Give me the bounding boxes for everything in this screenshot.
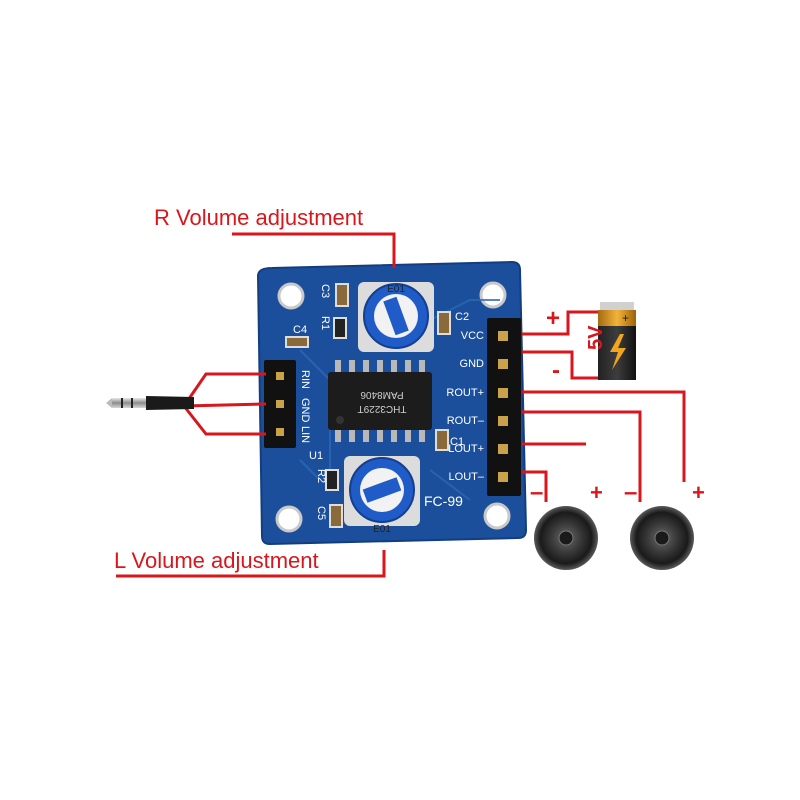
l-volume-label: L Volume adjustment [114,548,319,573]
left-speaker-minus: – [530,479,543,506]
rout-plus-wire [522,390,686,482]
l-volume-leader-line [116,550,386,578]
input-header [264,360,296,448]
left-speaker-plus: + [590,480,603,505]
mount-hole-bl [275,505,303,533]
right-speaker-minus: – [624,479,637,506]
battery: + [598,302,636,380]
pin-label-left-0: RIN [299,370,311,389]
right-speaker [630,506,694,570]
mount-hole-tl [277,282,305,310]
lightning-icon [610,334,626,370]
capacitor-c2 [437,311,451,335]
vcc-plus-sign: + [546,305,560,332]
l-pot-marking: E01 [373,524,391,535]
battery-voltage-label: 5V [585,325,607,350]
audio-jack-plug [106,396,194,410]
mount-hole-br [483,502,511,530]
label-c5: C5 [315,506,327,520]
pin-label-right-0: VCC [461,330,484,342]
chip-marking-line2: THC3229T [358,403,407,414]
mount-hole-tr [479,281,507,309]
label-c1: C1 [450,436,464,448]
output-header [487,318,521,496]
rout-minus-wire [522,410,642,502]
pin-label-right-4: LOUT+ [448,443,484,455]
label-r1: R1 [319,316,331,330]
pin-label-left-2: LIN [299,426,311,443]
resistor-r2 [325,469,339,491]
pin-label-right-2: ROUT+ [446,387,484,399]
board-model-label: FC-99 [424,493,463,509]
pin-label-right-3: ROUT– [447,415,485,427]
input-wire-gnd [183,402,267,408]
pcb-board: C3 C4 R1 C2 U1 R2 C5 C1 FC-99 VCC GND ROUT… [256,260,528,546]
gnd-minus-sign: - [552,357,560,384]
resistor-r1 [333,317,347,339]
capacitor-c4 [285,336,309,348]
chip-marking-line1: PAM8406 [360,389,404,400]
capacitor-c3 [335,283,349,307]
pin-label-left-1: GND [299,398,311,423]
vcc-wire [522,310,600,336]
capacitor-c5 [329,504,343,528]
amplifier-chip: PAM8406 THC3229T [328,360,432,442]
right-speaker-plus: + [692,480,705,505]
label-c4: C4 [293,324,307,336]
l-volume-potentiometer: E01 [344,456,420,535]
label-c2: C2 [455,311,469,323]
left-speaker [534,506,598,570]
input-wire-rin [182,372,266,407]
capacitor-c1 [435,429,449,451]
r-volume-leader-line [232,232,396,268]
lout-minus-wire [522,470,548,502]
label-u1: U1 [309,450,323,462]
pin-label-right-5: LOUT– [449,471,485,483]
pin-label-right-1: GND [460,358,485,370]
label-c3: C3 [319,284,331,298]
battery-plus-mark: + [622,311,629,325]
r-volume-potentiometer: E01 [358,282,434,352]
r-pot-marking: E01 [387,284,405,295]
input-wire-lin [182,405,266,436]
r-volume-label: R Volume adjustment [154,205,363,230]
label-r2: R2 [315,469,327,483]
